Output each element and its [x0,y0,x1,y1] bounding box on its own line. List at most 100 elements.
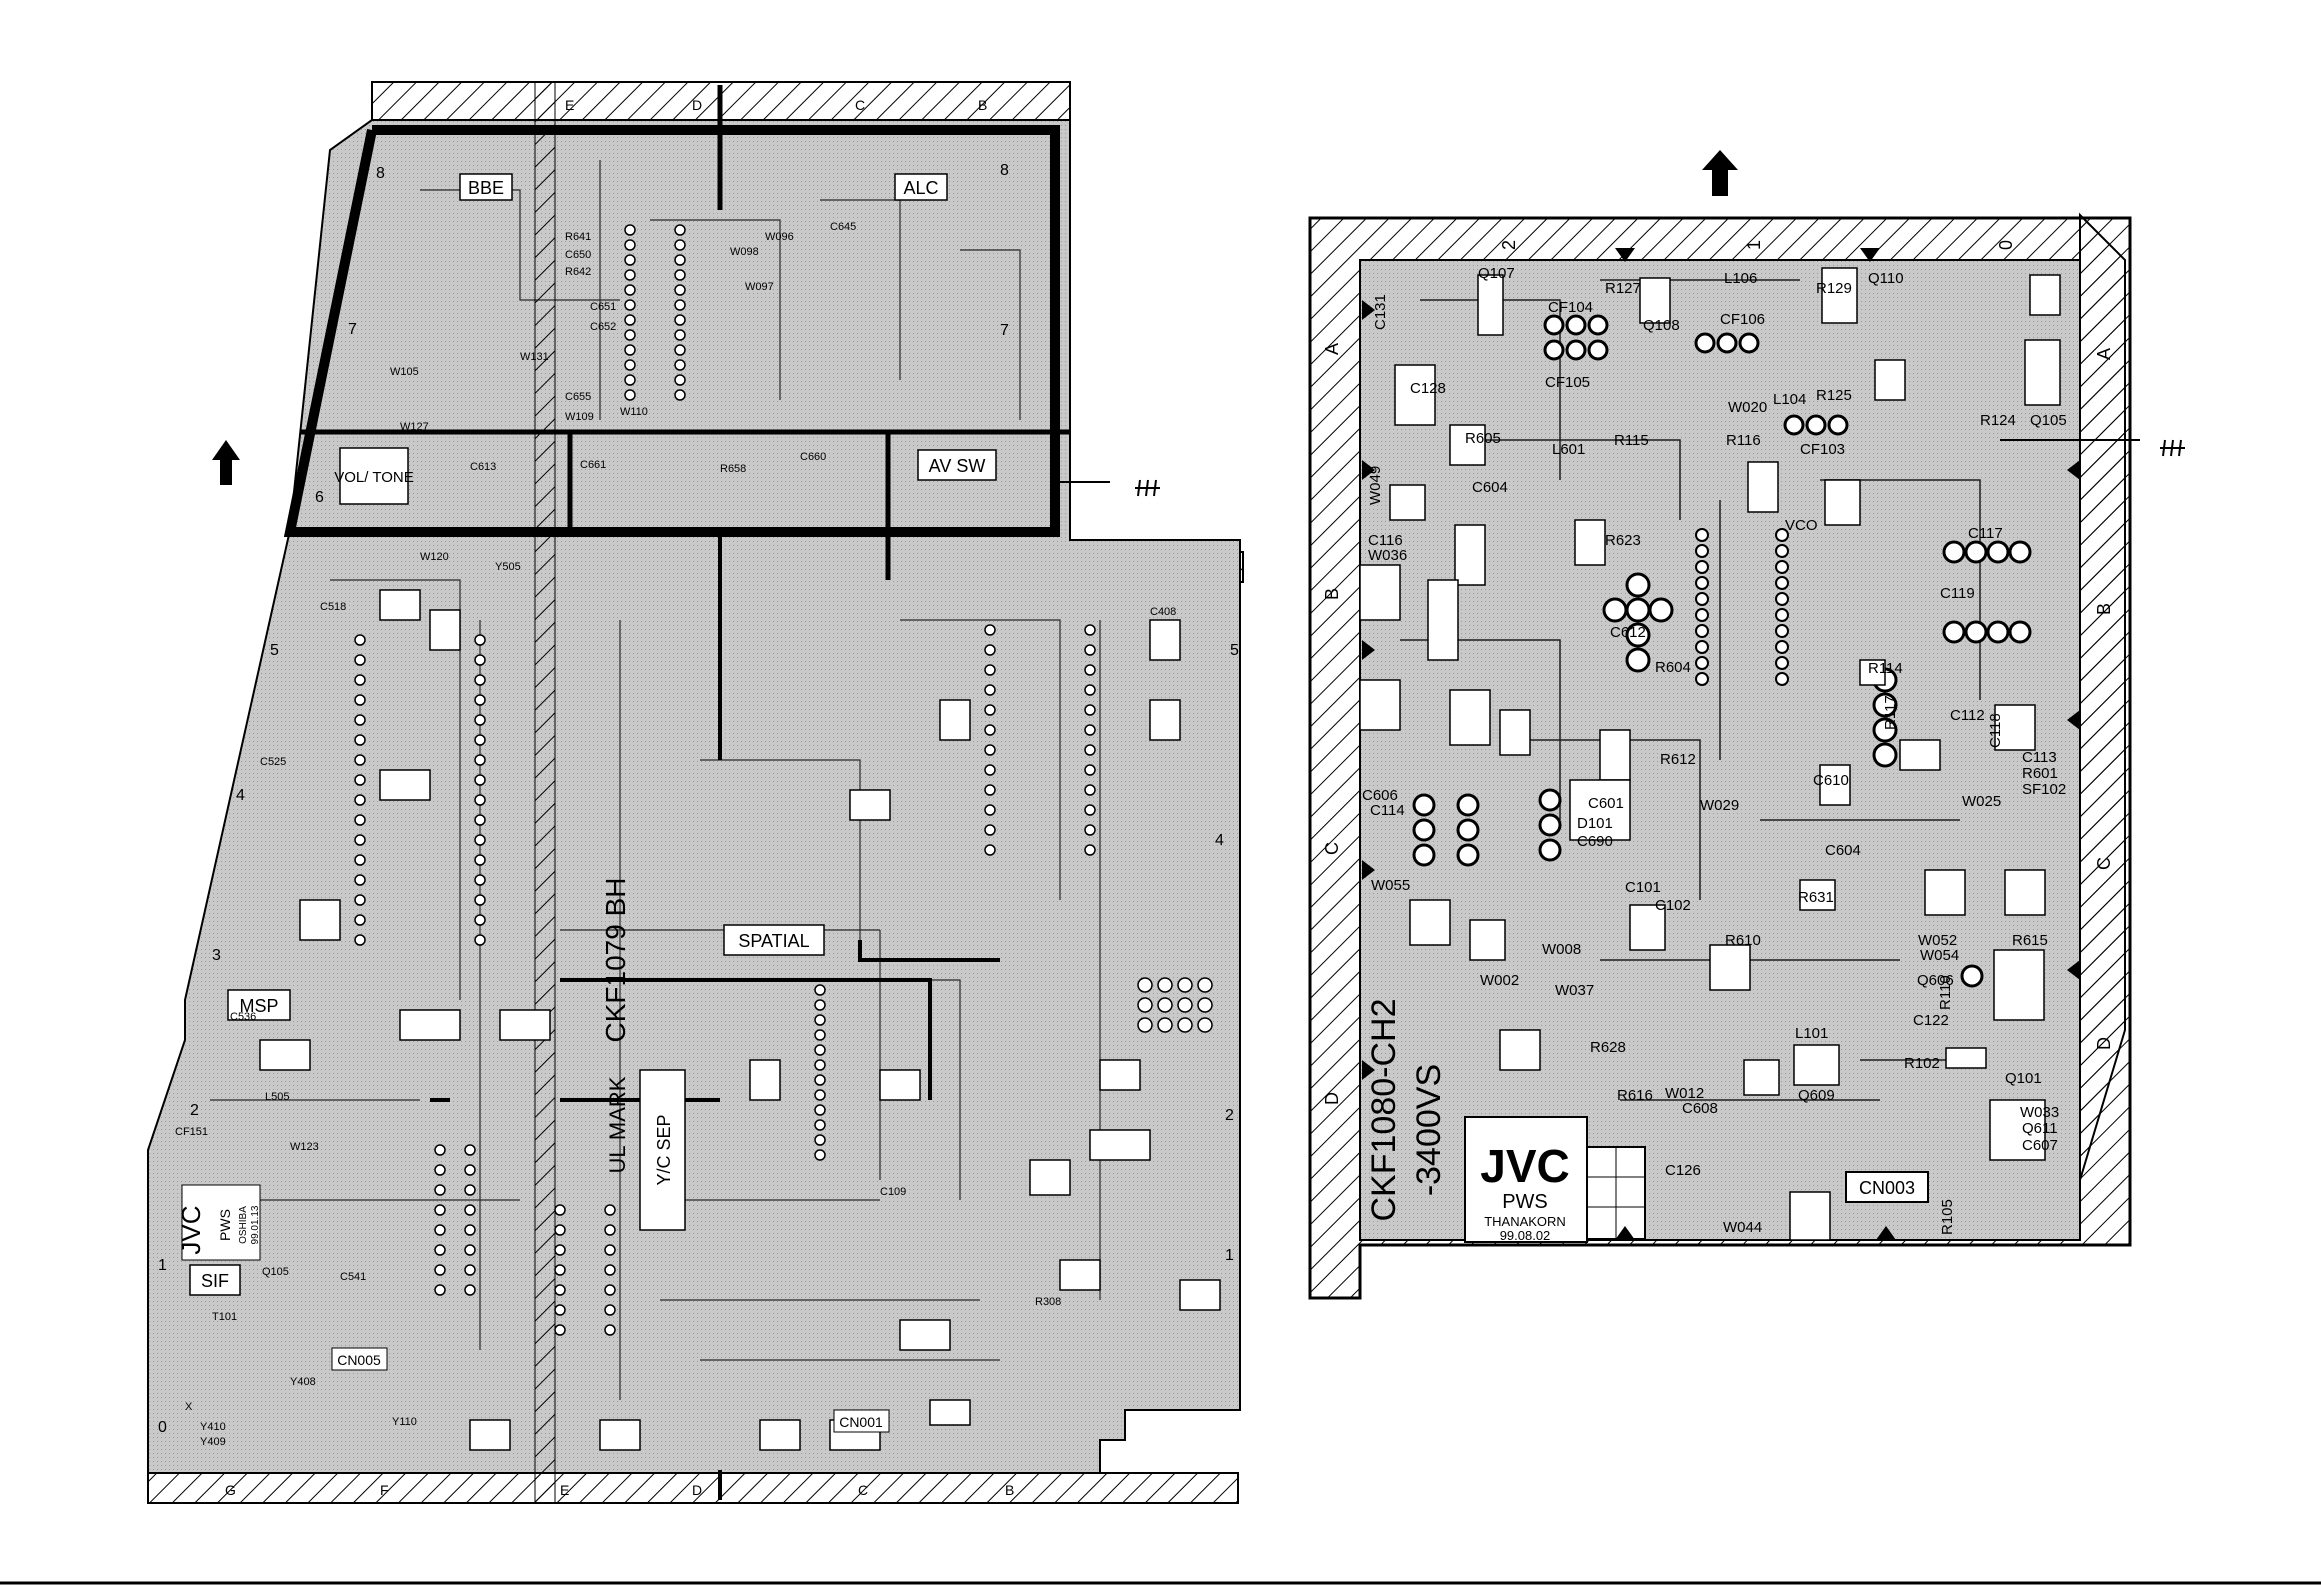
edge-letter-top: B [978,97,987,113]
component-label: C661 [580,459,606,471]
edge-letter-bottom: B [1005,1482,1014,1498]
block-label-bbe: BBE [468,178,504,198]
component-label: R631 [1798,889,1834,906]
component-label: C610 [1813,772,1849,789]
component-label: Y408 [290,1376,316,1388]
component-label: C109 [880,1186,906,1198]
svg-text:JVC: JVC [1480,1140,1569,1192]
component-label: W020 [1728,399,1767,416]
ic-pin-row [434,1144,476,1296]
block-label-sif: SIF [201,1271,229,1291]
component-label: Q105 [262,1266,289,1278]
component-label: CF151 [175,1126,208,1138]
component-label: W025 [1962,793,2001,810]
component-label: C112 [1950,707,1985,724]
component-label: W098 [730,246,759,258]
right-board: JVC PWS THANAKORN 99.08.02 CKF1080-CH2 -… [1308,150,2185,1300]
component-label: W037 [1555,982,1594,999]
component-label: R124 [1980,412,2016,429]
component-label: C131 [1372,294,1389,330]
block-label-vol-tone: VOL/ TONE [334,469,413,486]
ic-pin-row [984,624,1096,856]
row-number-right: 8 [1000,162,1009,179]
component-label: C604 [1472,479,1508,496]
edge-letter-side: D [1322,1092,1342,1105]
edge-letter-top: 0 [1996,240,2016,250]
component-label: Y505 [495,561,521,573]
component-label: L104 [1773,391,1806,408]
component-label: Q609 [1798,1087,1835,1104]
row-number-right: 4 [1215,832,1224,849]
component-label: X [185,1401,193,1413]
edge-letter-top: 2 [1499,240,1519,250]
component-label: R102 [1904,1055,1940,1072]
right-board-logo: JVC PWS THANAKORN 99.08.02 [1464,1116,1646,1243]
component-label: L101 [1795,1025,1828,1042]
edge-letter-bottom: G [225,1482,236,1498]
component-label: D101 [1577,815,1613,832]
component-label: C117 [1968,525,2003,542]
ic-pin-row [624,224,686,401]
svg-text:JVC: JVC [176,1205,206,1254]
component-label: R601 [2022,765,2058,782]
row-number-right: 7 [1000,322,1009,339]
component-label: W110 [620,406,648,418]
component-label: R115 [1614,432,1649,449]
component-label: C608 [1682,1100,1718,1117]
component-label: C518 [320,601,346,613]
edge-letter-side: D [2094,1037,2114,1050]
component-label: R114 [1868,660,1903,677]
component-label: W097 [745,281,774,293]
component-label: W029 [1700,797,1739,814]
component-label: R116 [1726,432,1761,449]
row-number-right: 1 [1225,1247,1234,1264]
svg-text:OSHIBA: OSHIBA [238,1206,249,1244]
component-label: W044 [1723,1219,1762,1236]
right-board-part-number: CKF1080-CH2 [1365,999,1403,1222]
component-label: W036 [1368,547,1407,564]
component-label: C101 [1625,879,1661,896]
edge-letter-side: B [2094,603,2114,615]
ic-pin-row [354,634,486,946]
edge-letter-side: A [1322,343,1342,355]
component-label: R612 [1660,751,1696,768]
svg-text:PWS: PWS [1502,1191,1548,1213]
edge-letter-side: C [1322,842,1342,855]
component-label: R308 [1035,1296,1061,1308]
component-label: W109 [565,411,594,423]
component-label: R658 [720,463,746,475]
component-label: CF106 [1720,311,1765,328]
up-arrow-icon [1702,150,1738,196]
component-label: Q107 [1478,265,1515,282]
row-number: 3 [212,947,221,964]
ground-symbol [1050,479,1160,497]
block-label-spatial: SPATIAL [738,931,809,951]
component-label: C606 [1362,787,1398,804]
up-arrow-icon [212,440,240,485]
right-board-part-code: -3400VS [1410,1064,1448,1196]
component-label: C525 [260,756,286,768]
component-label: R129 [1816,280,1852,297]
component-label: R117 [1882,695,1899,730]
component-label: C126 [1665,1162,1701,1179]
component-label: W123 [290,1141,319,1153]
row-number: 0 [158,1419,167,1436]
component-label: W096 [765,231,794,243]
component-label: R125 [1816,387,1852,404]
connector-cn005: CN005 [337,1352,381,1368]
component-label: Q611 [2022,1120,2058,1137]
edge-letter-side: A [2094,348,2114,360]
component-label: L106 [1724,270,1757,287]
component-label: C114 [1370,802,1405,819]
component-label: R610 [1725,932,1761,949]
component-label: C650 [565,249,591,261]
svg-text:99.01.13: 99.01.13 [250,1205,261,1244]
component-label: R642 [565,266,591,278]
edge-letter-top: C [855,97,865,113]
edge-letter-bottom: D [692,1482,702,1498]
block-label-yc-sep: Y/C SEP [654,1114,674,1185]
component-label: C601 [1588,795,1624,812]
component-label: C119 [1940,585,1975,602]
edge-letter-side: B [1322,588,1342,600]
